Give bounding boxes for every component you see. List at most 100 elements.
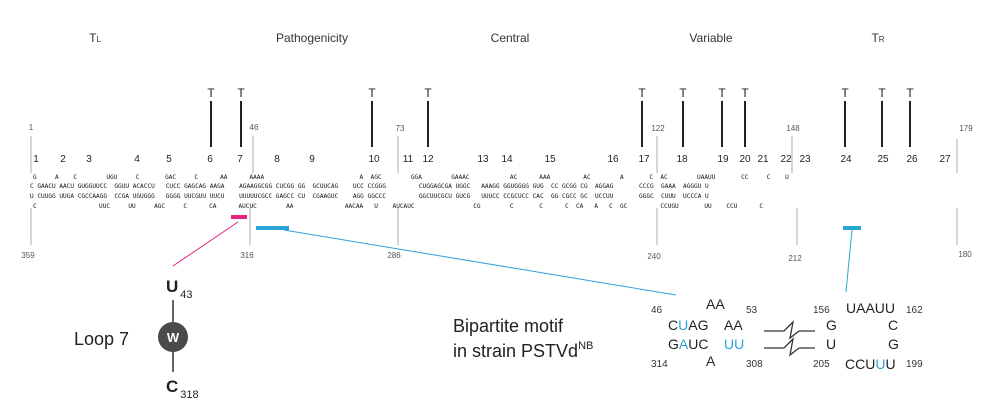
loop-number: 17 [638, 154, 650, 165]
motif-nucleotide: U [885, 356, 895, 372]
motif-break-top [764, 320, 815, 340]
position-number: 122 [651, 124, 665, 133]
loop-number: 15 [544, 154, 556, 165]
tertiary-marker-label: T [741, 86, 749, 100]
domain-label: Central [491, 31, 530, 45]
tertiary-marker-label: T [237, 86, 245, 100]
loop7-highlight-bar [231, 215, 247, 219]
position-number: 316 [240, 251, 254, 260]
loop-number: 9 [309, 154, 315, 165]
sequence-row: U CUUGG UUGA CGCCAAGG CCGA UGUGGG GGGG U… [30, 193, 709, 200]
position-number: 1 [29, 123, 34, 132]
loop-number: 6 [207, 154, 213, 165]
motif-nucleotides-group: CUAG [668, 317, 708, 333]
tertiary-marker-label: T [207, 86, 215, 100]
loop-number: 19 [717, 154, 729, 165]
motif-nucleotide: C [888, 317, 898, 333]
sequence-row: G A C UGU C GAC C AA AAAA A AGC GGA GAAA… [33, 174, 789, 181]
loop7-connector [172, 221, 239, 267]
motif-nucleotide: G [888, 336, 899, 352]
loop-number: 21 [757, 154, 769, 165]
loop-number: 12 [422, 154, 434, 165]
sequence-rows: G A C UGU C GAC C AA AAAA A AGC GGA GAAA… [30, 174, 789, 210]
motif-nucleotide: U [678, 317, 688, 333]
domain-label: Pathogenicity [276, 31, 348, 45]
loop-number: 25 [877, 154, 889, 165]
motif-nucleotide: AG [688, 317, 708, 333]
motif-position-number: 156 [813, 305, 830, 316]
position-number: 212 [788, 254, 802, 263]
motif-nucleotides-group: G [826, 317, 837, 333]
motif-nucleotide: C [668, 317, 678, 333]
loop-number: 14 [501, 154, 513, 165]
bipartite-highlight-bar-left [256, 226, 289, 230]
sequence-row: C GAACU AACU GUGGUUCC GGUU ACACCU CUCC G… [30, 183, 709, 190]
motif-position-number: 162 [906, 305, 923, 316]
loop-number: 23 [799, 154, 811, 165]
motif-nucleotide: U [826, 336, 836, 352]
bipartite-connector-left [283, 229, 677, 296]
position-number: 73 [396, 124, 405, 133]
loop7-title: Loop 7 [74, 329, 129, 349]
motif-nucleotide: A [706, 353, 716, 369]
loop-number: 22 [780, 154, 792, 165]
position-number: 148 [786, 124, 800, 133]
tertiary-marker-label: T [718, 86, 726, 100]
tertiary-marker-label: T [638, 86, 646, 100]
position-number: 240 [647, 252, 661, 261]
motif-nucleotide: CCU [845, 356, 875, 372]
position-number: 359 [21, 251, 35, 260]
motif-nucleotide: UC [688, 336, 708, 352]
bipartite-title: Bipartite motif [453, 316, 564, 336]
motif-nucleotide: A [679, 336, 689, 352]
wobble-label: W [167, 330, 180, 345]
domain-label: Variable [689, 31, 732, 45]
domain-label: TL [89, 31, 101, 45]
motif-position-number: 53 [746, 305, 758, 316]
wobble-circle [158, 322, 188, 352]
tertiary-marker-label: T [906, 86, 914, 100]
motif-nucleotides-group: AA [706, 296, 725, 312]
loop-number: 1 [33, 154, 39, 165]
bipartite-highlight-bar-right [843, 226, 861, 230]
motif-nucleotides-group: U [826, 336, 836, 352]
motif-nucleotide: AA [724, 317, 743, 333]
tertiary-marker-label: T [878, 86, 886, 100]
loop-number: 8 [274, 154, 280, 165]
motif-nucleotide: UAAUU [846, 300, 895, 316]
motif-nucleotide: UU [724, 336, 744, 352]
position-number: 46 [250, 123, 259, 132]
motif-nucleotides-group: AA [724, 317, 743, 333]
position-number: 286 [387, 251, 401, 260]
motif-position-number: 308 [746, 359, 763, 370]
motif-nucleotides-group: GAUC [668, 336, 708, 352]
motif-position-number: 314 [651, 359, 668, 370]
loop-number: 13 [477, 154, 489, 165]
motif-nucleotide: G [668, 336, 679, 352]
motif-nucleotide: G [826, 317, 837, 333]
motif-nucleotides-group: UU [724, 336, 744, 352]
loop-number: 11 [403, 154, 414, 165]
loop-number: 26 [906, 154, 918, 165]
motif-position-number: 205 [813, 359, 830, 370]
loop-number: 16 [607, 154, 619, 165]
bipartite-subtitle: in strain PSTVdNB [453, 340, 593, 361]
bipartite-connector-right [845, 229, 853, 293]
loop-number: 2 [60, 154, 66, 165]
loop-number: 4 [134, 154, 140, 165]
motif-nucleotides-group: C [888, 317, 898, 333]
position-number: 180 [958, 250, 972, 259]
domain-labels: TL Pathogenicity Central Variable TR [89, 31, 885, 45]
loop-number: 3 [86, 154, 92, 165]
tertiary-marker-label: T [679, 86, 687, 100]
sequence-row: C UUC UU AGC C CA AUCUC AA AACAA U AUCAU… [33, 203, 763, 210]
domain-label: TR [871, 31, 884, 45]
